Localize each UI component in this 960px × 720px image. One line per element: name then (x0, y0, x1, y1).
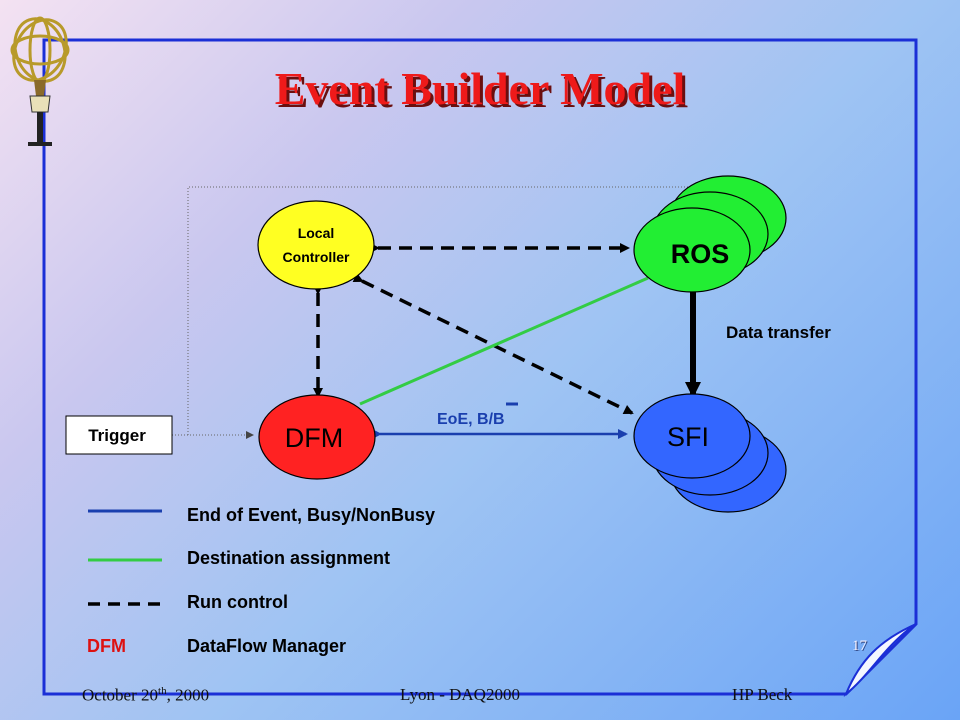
dfm-label: DFM (285, 423, 343, 453)
destination-assignment-line (359, 276, 649, 406)
legend-text-destination: Destination assignment (187, 548, 390, 568)
local-controller-node: Local Controller (257, 200, 375, 290)
footer-date: October 20th, 2000 (82, 685, 209, 706)
ros-label: ROS (671, 239, 730, 269)
legend-key-dfm: DFM (87, 636, 126, 656)
trigger-box: Trigger (65, 415, 173, 455)
legend: DFM End of Event, Busy/NonBusy Destinati… (87, 505, 435, 656)
atlas-logo-icon (10, 16, 70, 146)
dfm-node: DFM (258, 394, 376, 480)
run-control-lc-sfi (352, 272, 634, 415)
local-controller-label-1: Local (298, 225, 335, 241)
data-transfer-label: Data transfer (726, 323, 831, 342)
trigger-label: Trigger (88, 426, 146, 445)
slide-title: Event Builder Model (274, 63, 686, 114)
footer-author: HP Beck (732, 685, 793, 704)
ros-node: ROS (633, 175, 787, 293)
eoe-label: EoE, B/B (437, 411, 505, 428)
footer-date-suffix: th (158, 685, 167, 697)
legend-text-eoe: End of Event, Busy/NonBusy (187, 505, 435, 525)
sfi-node: SFI (633, 393, 787, 513)
legend-text-run-control: Run control (187, 592, 288, 612)
sfi-label: SFI (667, 422, 709, 452)
local-controller-label-2: Controller (283, 249, 350, 265)
legend-text-dataflow-manager: DataFlow Manager (187, 636, 346, 656)
footer-date-year: , 2000 (166, 685, 210, 705)
page-frame (42, 38, 918, 698)
footer-event: Lyon - DAQ2000 (400, 685, 520, 704)
page-number: 17 (852, 638, 867, 654)
trigger-to-ros-dotted-line (187, 186, 694, 435)
footer-date-prefix: October 20 (82, 685, 159, 705)
